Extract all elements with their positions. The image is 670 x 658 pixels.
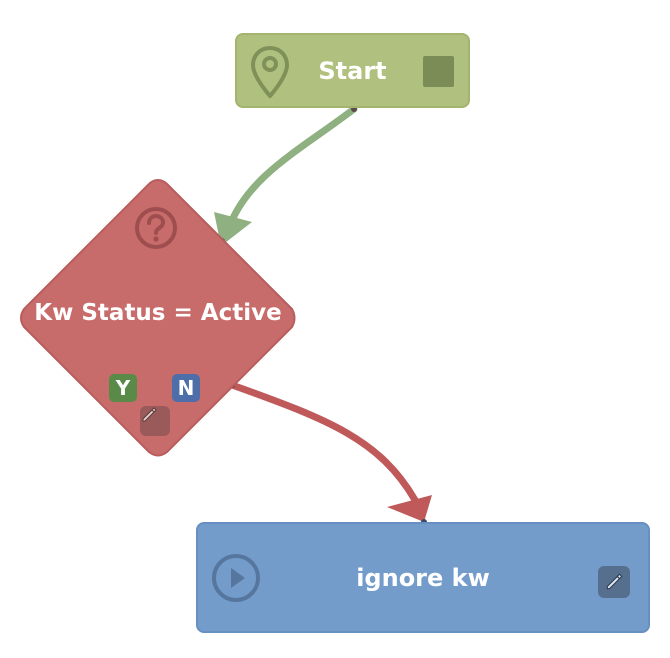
condition-edit-button[interactable] (140, 406, 170, 436)
stop-square-icon[interactable] (423, 56, 454, 87)
no-branch-badge[interactable]: N (172, 374, 200, 402)
condition-diamond-shape (20, 178, 296, 457)
condition-node[interactable]: Kw Status = Active Y N (16, 176, 300, 460)
pencil-icon (606, 573, 623, 590)
map-pin-icon (251, 46, 289, 98)
edge-arrowhead-red (387, 495, 432, 522)
condition-node-label: Kw Status = Active (34, 300, 282, 326)
start-node-label: Start (318, 56, 387, 85)
action-node[interactable]: ignore kw (196, 522, 650, 633)
pencil-icon (142, 407, 157, 422)
action-edit-button[interactable] (598, 566, 630, 598)
play-circle-icon (212, 554, 260, 602)
question-circle-icon (135, 207, 177, 249)
yes-branch-badge[interactable]: Y (109, 374, 137, 402)
start-node[interactable]: Start (235, 33, 470, 108)
action-node-label: ignore kw (356, 563, 490, 592)
